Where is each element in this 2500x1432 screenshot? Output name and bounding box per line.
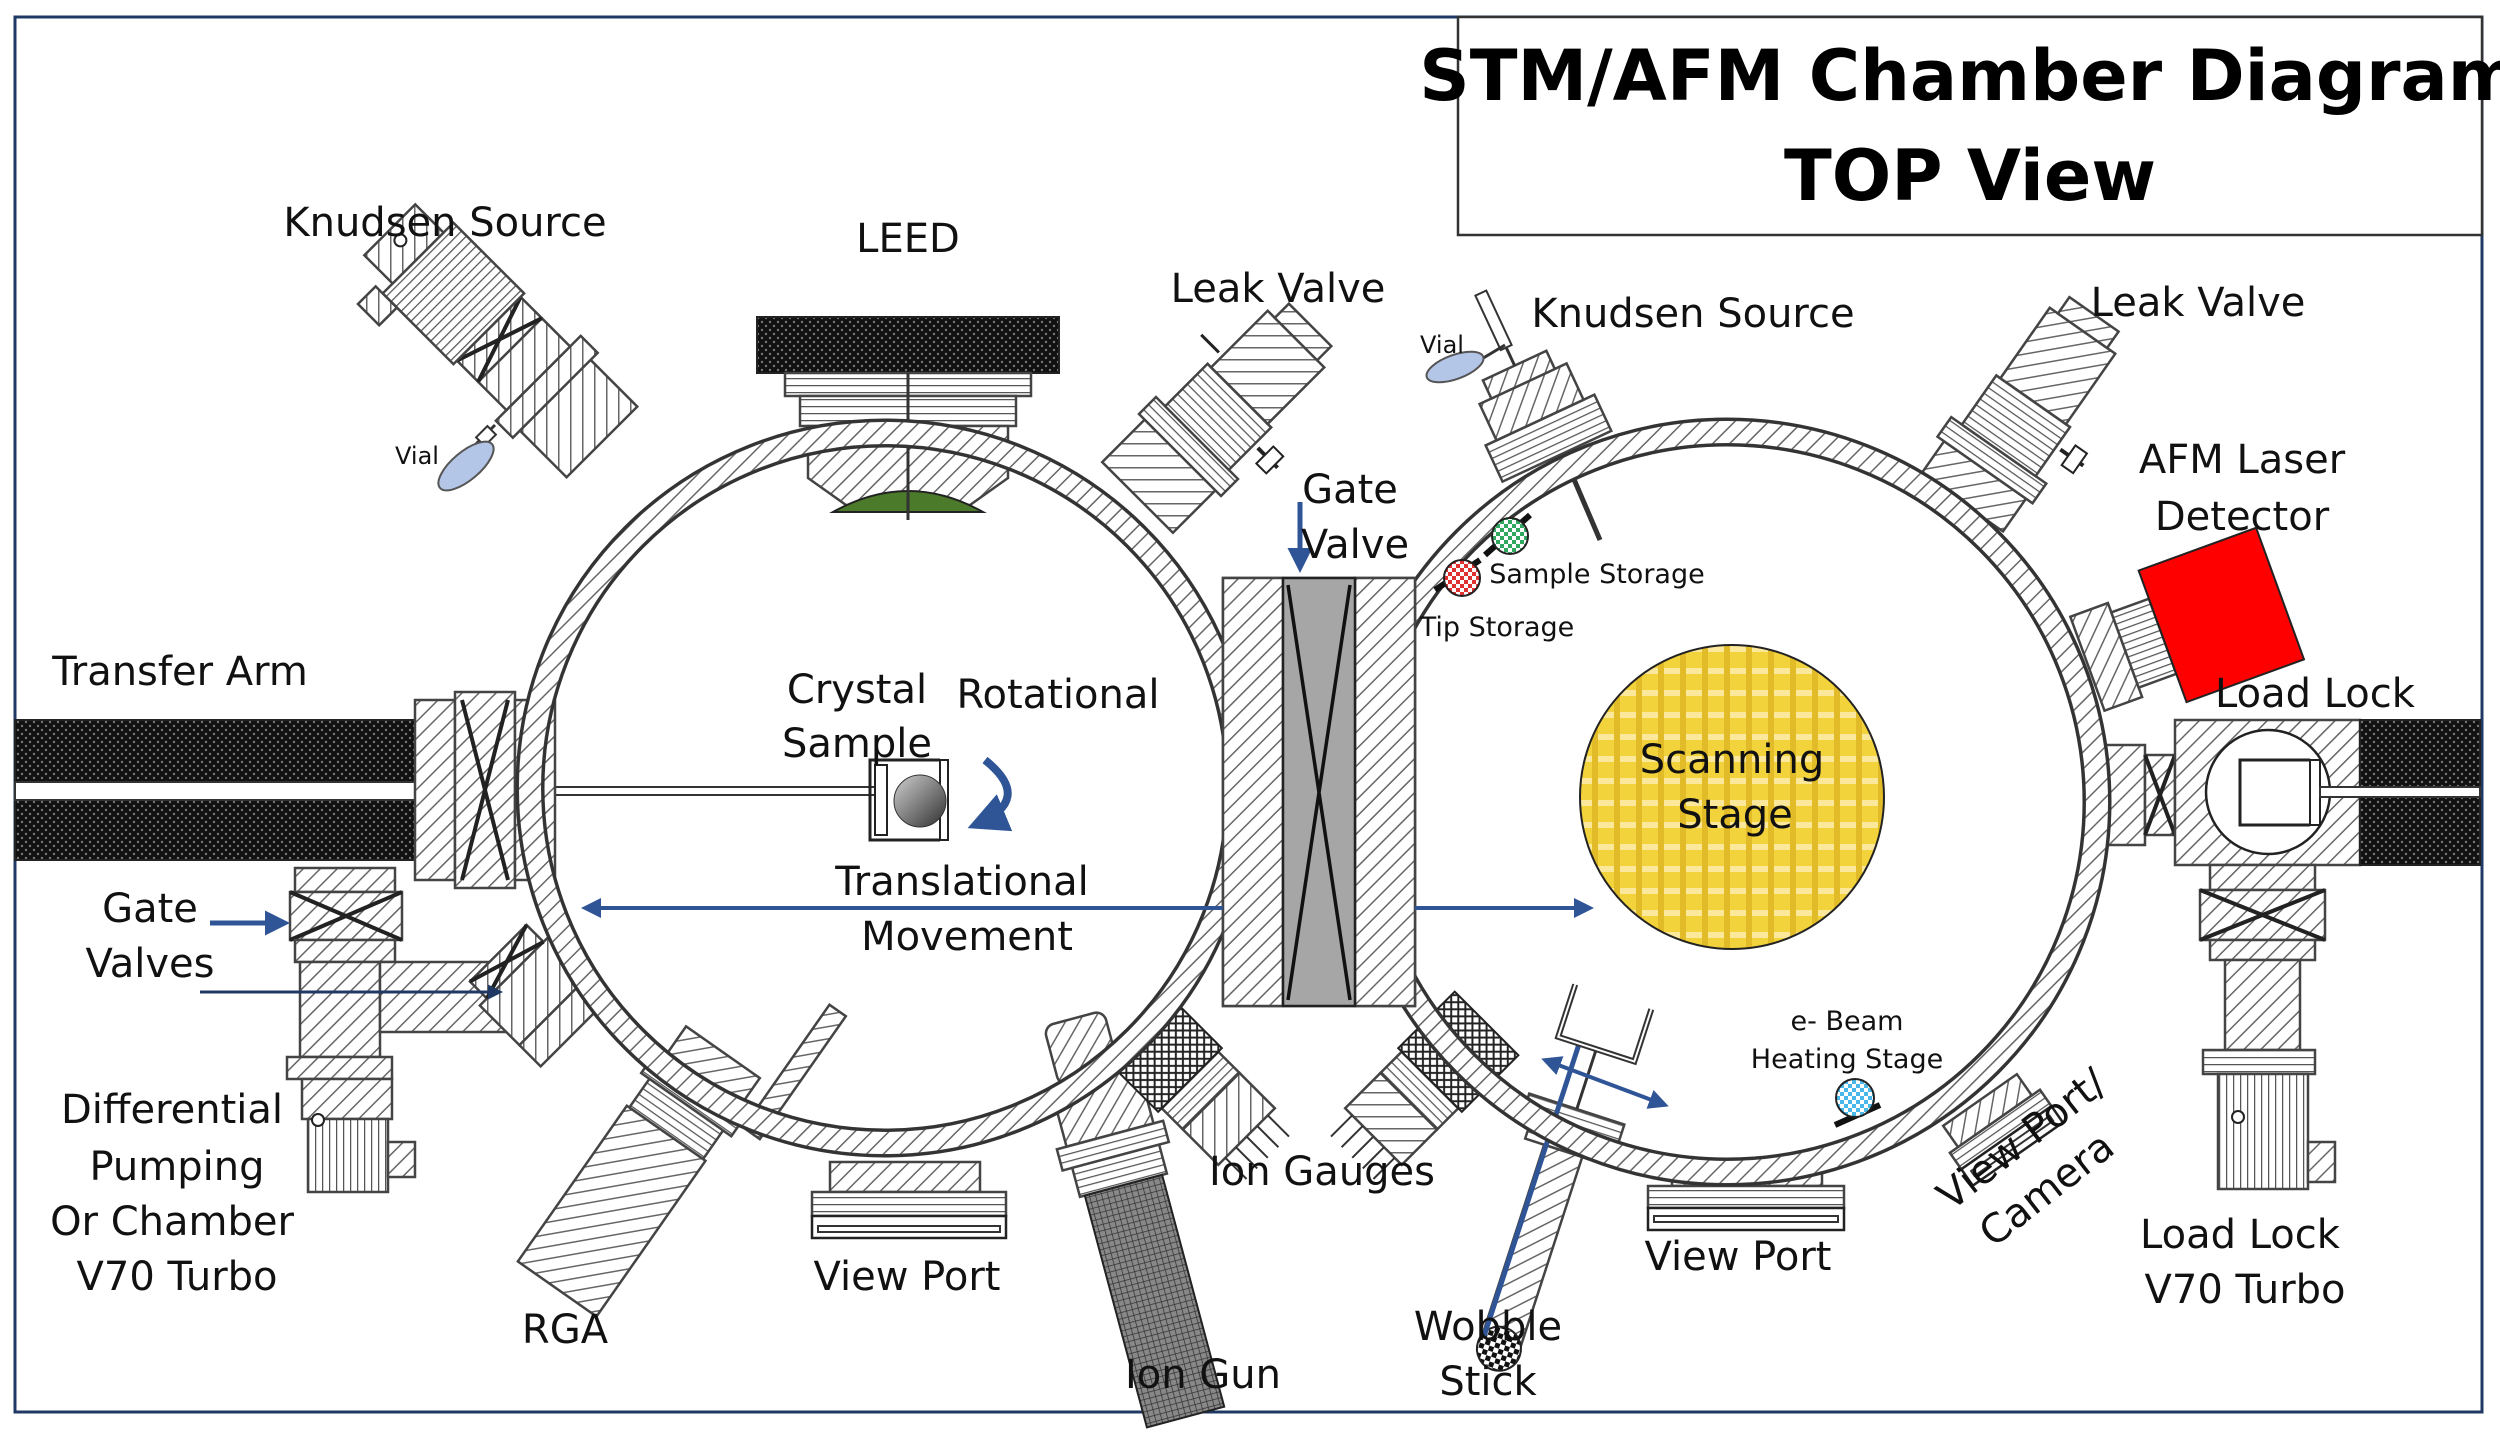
label-rga: RGA: [522, 1307, 609, 1353]
label-sample-storage: Sample Storage: [1489, 559, 1704, 590]
label-view-port-right: View Port: [1645, 1234, 1832, 1280]
label-crystal-2: Sample: [782, 721, 932, 767]
label-leak-valve-left: Leak Valve: [1171, 266, 1386, 312]
label-ebeam-2: Heating Stage: [1751, 1044, 1943, 1075]
afm-laser-detector: [2068, 526, 2306, 713]
leed: [756, 316, 1060, 520]
label-knudsen-right: Knudsen Source: [1531, 291, 1854, 337]
label-knudsen-left: Knudsen Source: [283, 200, 606, 246]
view-port-left: [810, 1160, 1008, 1240]
central-gate-valve: [1221, 576, 1417, 1008]
label-leed: LEED: [856, 216, 960, 262]
knudsen-source-right: [1474, 289, 1613, 484]
label-rotational: Rotational: [957, 672, 1160, 718]
gate-valve-lower-left: [288, 866, 512, 1059]
diagram-title: STM/AFM Chamber Diagram: [1419, 35, 2500, 117]
label-wobble-1: Wobble: [1414, 1304, 1562, 1350]
label-transfer-arm: Transfer Arm: [51, 649, 308, 695]
tip-storage: [1433, 557, 1482, 597]
label-translational-2: Movement: [861, 914, 1073, 960]
label-ion-gauges: Ion Gauges: [1209, 1149, 1435, 1195]
leak-valve-left: [1100, 301, 1334, 535]
wobble-arrow: [1541, 1056, 1669, 1109]
label-diff-1: Differential: [61, 1087, 283, 1133]
sample-storage: [1483, 512, 1532, 558]
load-lock-turbo: [2198, 863, 2337, 1191]
label-gate-valves-2: Valves: [85, 941, 214, 987]
label-crystal-1: Crystal: [787, 667, 927, 713]
ion-gauge-left: [1100, 990, 1290, 1180]
leak-valve-right: [1919, 295, 2121, 534]
vial-right: [1425, 343, 1506, 384]
rotation-arrow: [967, 756, 1013, 832]
label-gate-valves-1: Gate: [102, 886, 198, 932]
label-vial-left: Vial: [395, 442, 439, 470]
diagram-subtitle: TOP View: [1784, 135, 2156, 217]
label-gate-valve-1: Gate: [1302, 467, 1398, 513]
knudsen-source-left: [356, 202, 640, 480]
label-diff-2: Pumping: [90, 1144, 265, 1190]
label-translational-1: Translational: [834, 859, 1089, 905]
scanning-stage: [1579, 644, 1885, 950]
label-tip-storage: Tip Storage: [1419, 612, 1575, 643]
label-leak-valve-right: Leak Valve: [2091, 280, 2306, 326]
label-wobble-2: Stick: [1439, 1359, 1537, 1405]
label-loadlock-turbo-2: V70 Turbo: [2145, 1267, 2346, 1313]
vial-left: [437, 423, 498, 492]
label-diff-3: Or Chamber: [50, 1199, 294, 1245]
label-afm-2: Detector: [2155, 494, 2330, 540]
ebeam-heating-stage: [1833, 1078, 1882, 1128]
label-diff-4: V70 Turbo: [77, 1254, 278, 1300]
label-loadlock-turbo-1: Load Lock: [2140, 1212, 2341, 1258]
outer-frame: [13, 15, 2484, 1414]
label-scanning-1: Scanning: [1640, 737, 1824, 783]
label-load-lock: Load Lock: [2215, 671, 2416, 717]
label-scanning-2: Stage: [1677, 792, 1793, 838]
view-port-camera: [1941, 1072, 2065, 1188]
label-gate-valve-2: Valve: [1301, 522, 1409, 568]
label-afm-1: AFM Laser: [2139, 437, 2346, 483]
label-view-port-left: View Port: [814, 1254, 1001, 1300]
label-ebeam-1: e- Beam: [1791, 1006, 1904, 1037]
knudsen-right-shutter: [1567, 469, 1603, 541]
transfer-arm: [14, 690, 876, 890]
label-ion-gun: Ion Gun: [1125, 1352, 1281, 1398]
load-lock: [2103, 718, 2481, 867]
title-box: STM/AFM Chamber Diagram TOP View: [1419, 15, 2500, 237]
label-vial-right: Vial: [1420, 331, 1464, 359]
crystal-sample-holder: [868, 758, 949, 842]
differential-pump-turbo: [285, 1055, 417, 1194]
